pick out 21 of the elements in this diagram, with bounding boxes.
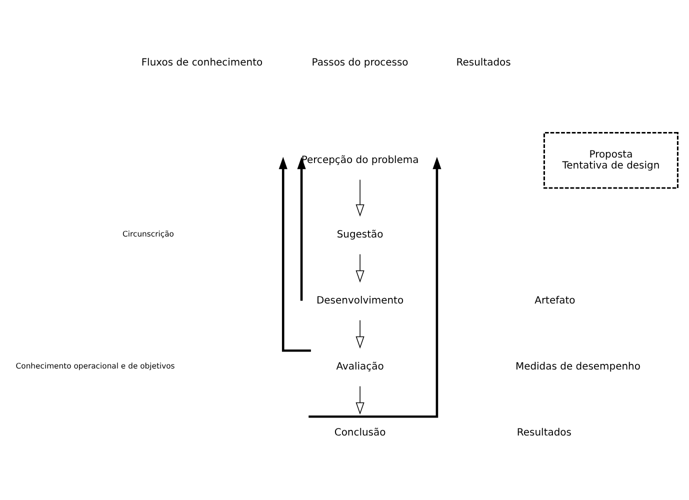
label: Fluxos de conhecimento [141,56,263,68]
node-text: Avaliação [336,360,384,372]
label: Medidas de desempenho [515,360,640,372]
label: Resultados [456,56,511,68]
label: Conhecimento operacional e de objetivos [16,361,175,370]
arrow [356,253,364,282]
label: Resultados [516,426,572,438]
label: Passos do processo [312,56,408,68]
node-text: Percepção do problema [301,154,419,166]
node-text: Desenvolvimento [316,294,404,306]
node-text: Conclusão [334,426,386,438]
arrow [308,156,442,418]
arrow [297,156,306,300]
arrow [356,385,364,414]
node-box: Proposta Tentativa de design [543,131,678,188]
label: Circunscrição [122,229,174,238]
arrow [356,178,364,216]
node-text: Sugestão [336,228,384,240]
label: Artefato [534,294,576,306]
arrow [278,156,311,352]
arrow [356,319,364,348]
